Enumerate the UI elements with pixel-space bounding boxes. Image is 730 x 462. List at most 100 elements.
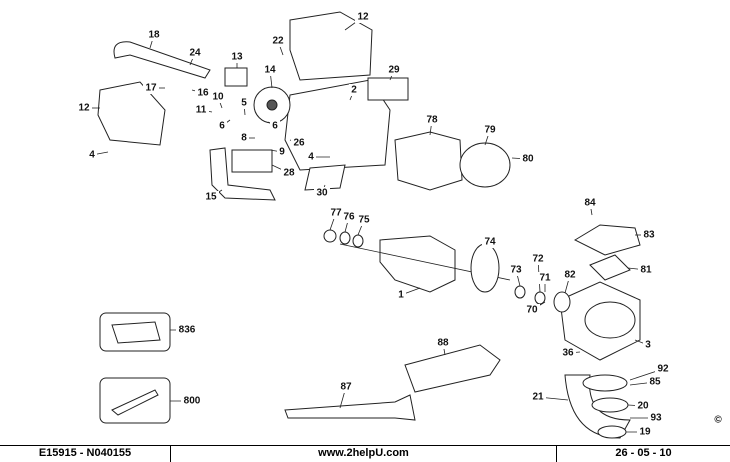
label-background xyxy=(187,47,203,59)
part-label: 19 xyxy=(639,427,651,438)
part-label: 73 xyxy=(510,265,522,276)
part-label: 13 xyxy=(231,52,243,63)
label-background xyxy=(306,151,316,163)
part-label: 79 xyxy=(484,125,496,136)
label-background xyxy=(396,289,406,301)
label-background xyxy=(349,84,359,96)
part-label: 24 xyxy=(189,48,201,59)
part-label: 11 xyxy=(196,105,207,116)
label-background xyxy=(520,153,536,165)
part-label: 16 xyxy=(197,88,209,99)
label-background xyxy=(181,395,203,407)
part-label: 77 xyxy=(330,208,342,219)
part-label: 88 xyxy=(437,338,449,349)
part-label: 15 xyxy=(205,192,217,203)
label-background xyxy=(482,236,498,248)
label-background xyxy=(277,146,287,158)
label-background xyxy=(146,29,162,41)
label-background xyxy=(193,104,209,116)
part-label: 72 xyxy=(532,254,544,265)
part-label: 92 xyxy=(657,364,669,375)
part-label: 20 xyxy=(637,401,649,412)
part-label: 2 xyxy=(351,85,357,96)
label-background xyxy=(281,167,297,179)
part-label: 18 xyxy=(148,30,160,41)
copyright-symbol: © xyxy=(714,415,722,426)
label-background xyxy=(291,137,307,149)
part-label: 76 xyxy=(343,212,355,223)
label-background xyxy=(482,124,498,136)
label-background xyxy=(435,337,451,349)
label-background xyxy=(635,400,651,412)
label-background xyxy=(270,35,286,47)
part-label: 87 xyxy=(340,382,352,393)
label-background xyxy=(217,120,227,132)
label-background xyxy=(87,149,97,161)
label-background xyxy=(203,191,219,203)
label-background xyxy=(647,376,663,388)
part-label: 5 xyxy=(241,98,247,109)
label-background xyxy=(356,214,372,226)
part-label: 4 xyxy=(308,152,314,163)
part-label: 9 xyxy=(279,147,285,158)
part-label: 21 xyxy=(532,392,544,403)
label-background xyxy=(537,272,553,284)
part-label: 8 xyxy=(241,133,247,144)
label-background xyxy=(637,426,653,438)
label-background xyxy=(641,229,657,241)
part-label: 71 xyxy=(539,273,551,284)
part-label: 1 xyxy=(398,290,404,301)
part-label: 10 xyxy=(212,92,224,103)
part-label: 75 xyxy=(358,215,370,226)
label-background xyxy=(314,187,330,199)
label-background xyxy=(176,324,198,336)
part-label: 6 xyxy=(272,121,278,132)
label-background xyxy=(239,97,249,109)
part-label: 70 xyxy=(526,305,538,316)
part-label: 836 xyxy=(179,325,196,336)
part-label: 800 xyxy=(184,396,201,407)
part-label: 26 xyxy=(293,138,305,149)
part-label: 28 xyxy=(283,168,295,179)
part-label: 84 xyxy=(584,198,596,209)
label-background xyxy=(560,347,576,359)
footer-code: E15915 - N040155 xyxy=(0,446,171,462)
part-label: 17 xyxy=(145,83,157,94)
part-shapes xyxy=(97,11,641,439)
label-background xyxy=(508,264,524,276)
part-label: 4 xyxy=(89,150,95,161)
part-label: 29 xyxy=(388,65,400,76)
label-background xyxy=(648,412,664,424)
label-background xyxy=(386,64,402,76)
label-background xyxy=(582,197,598,209)
label-background xyxy=(341,211,357,223)
label-background xyxy=(643,339,653,351)
label-background xyxy=(229,51,245,63)
part-label: 30 xyxy=(316,188,328,199)
part-label: 81 xyxy=(640,265,652,276)
part-label: 6 xyxy=(219,121,225,132)
label-background xyxy=(270,120,280,132)
label-background xyxy=(355,11,371,23)
part-label: 36 xyxy=(562,348,574,359)
label-background xyxy=(655,363,671,375)
label-background xyxy=(328,207,344,219)
label-background xyxy=(143,82,159,94)
part-label: 85 xyxy=(649,377,661,388)
label-background xyxy=(76,102,92,114)
footer-date: 26 - 05 - 10 xyxy=(615,447,672,459)
label-background xyxy=(562,269,578,281)
part-label: 14 xyxy=(264,65,276,76)
part-label: 80 xyxy=(522,154,534,165)
label-background xyxy=(338,381,354,393)
part-label: 83 xyxy=(643,230,655,241)
footer-website: www.2helpU.com xyxy=(171,446,557,462)
label-background xyxy=(262,64,278,76)
label-background xyxy=(530,391,546,403)
part-label: 12 xyxy=(357,12,369,23)
label-background xyxy=(524,304,540,316)
part-label: 74 xyxy=(484,237,496,248)
footer: E15915 - N040155 www.2helpU.com 26 - 05 … xyxy=(0,445,730,462)
